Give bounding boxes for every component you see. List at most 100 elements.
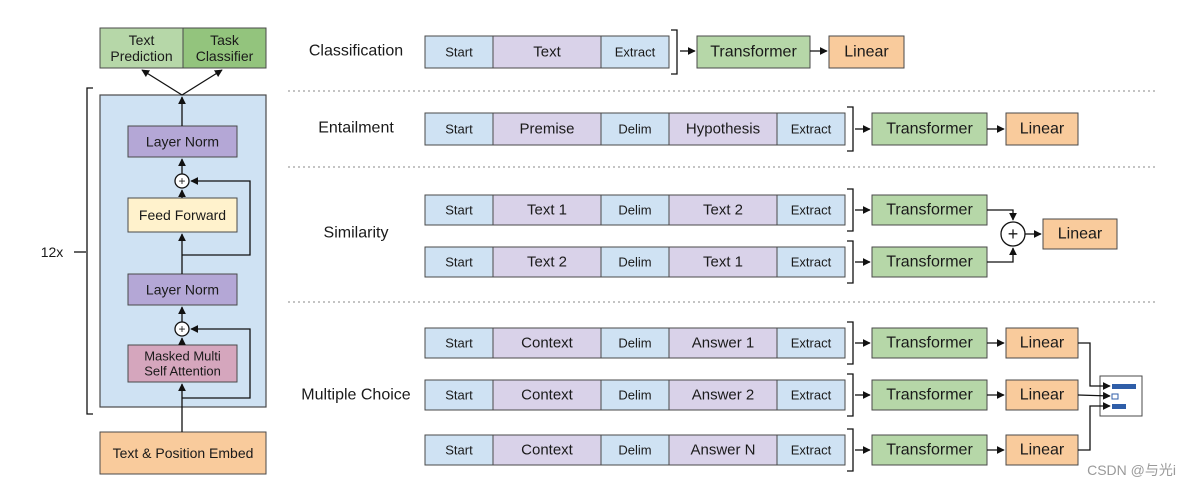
mc-merge-1 [1078,342,1111,390]
mc-linear-1-label: Linear [1020,335,1065,352]
classification-token-0-box [424,35,494,69]
entailment-token-2-label: Delim [618,122,651,137]
layer-norm-bottom-box [127,273,238,306]
similarity-row-1-token-4-label: Extract [791,203,832,218]
feed-forward-label: Feed Forward [139,207,226,223]
classification-transformer-box [696,35,811,69]
mc-transformer-3-label: Transformer [886,442,973,459]
mc-bracket-2 [847,373,854,417]
masked-self-attention-box [127,344,238,383]
repeat-label: 12x [41,244,64,260]
classification-linear-box [828,35,905,69]
classification-token-1-box [492,35,602,69]
entailment-token-0-label: Start [445,122,473,137]
mc-transformer-1-label: Transformer [886,335,973,352]
similarity-label: Similarity [324,225,389,242]
to-task-classifier [181,69,223,96]
similarity-merge-1 [987,209,1017,221]
similarity-row-2-token-0-box [424,246,494,278]
residual-top [182,177,251,256]
mc-row-3-token-4-box [776,434,846,466]
entailment-label: Entailment [318,120,394,137]
mc-bracket-3 [847,428,854,472]
entailment-token-3-box [668,112,778,146]
similarity-row-1-token-0-box [424,194,494,226]
similarity-row-1-token-0-label: Start [445,203,473,218]
classification-token-2-box [600,35,670,69]
mc-row-2-token-0-box [424,379,494,411]
to-text-prediction [141,69,183,96]
mc-row-2-token-1-box [492,379,602,411]
similarity-row-1-token-1-box [492,194,602,226]
mc-merge-2 [1077,391,1111,400]
softmax-bar-3 [1112,404,1126,409]
mc-row-1-token-1-label: Context [521,335,574,352]
text-position-embed-label: Text & Position Embed [113,445,254,461]
similarity-transformer-1-box [871,194,988,226]
entailment-token-1-label: Premise [519,121,574,138]
text-position-embed-box [99,431,267,475]
entailment-linear-box [1005,112,1079,146]
mc-row-1-token-3-label: Answer 1 [692,335,755,352]
classification-token-0-label: Start [445,45,473,60]
entailment-transformer-box [871,112,988,146]
layer-norm-bottom-label: Layer Norm [146,282,219,298]
repeat-bracket [86,87,93,415]
layer-norm-top-label: Layer Norm [146,134,219,150]
mc-linear-2-label: Linear [1020,387,1065,404]
similarity-row-2-token-4-box [776,246,846,278]
mc-row-1-token-0-label: Start [445,336,473,351]
similarity-row-2-token-1-label: Text 2 [527,254,567,271]
similarity-row-2-token-3-label: Text 1 [703,254,743,271]
similarity-transformer-2-box [871,246,988,278]
mc-row-3-token-3-label: Answer N [690,442,755,459]
similarity-row-2-token-3-box [668,246,778,278]
similarity-row-1-token-1-label: Text 1 [527,202,567,219]
entailment-token-3-label: Hypothesis [686,121,760,138]
entailment-transformer-label: Transformer [886,121,973,138]
mc-linear-1-box [1005,327,1079,359]
similarity-bracket-1 [847,188,854,232]
similarity-row-2-token-2-label: Delim [618,255,651,270]
mc-row-2-token-4-box [776,379,846,411]
mc-row-3-token-1-label: Context [521,442,574,459]
mc-row-1-token-2-box [600,327,670,359]
mc-linear-2-box [1005,379,1079,411]
similarity-row-1-token-2-label: Delim [618,203,651,218]
similarity-merge-2 [987,247,1017,263]
mc-row-1-token-0-box [424,327,494,359]
residual-add-bottom-glyph: + [178,322,185,336]
mc-transformer-3-box [871,434,988,466]
mc-row-2-token-4-label: Extract [791,388,832,403]
mc-row-2-token-2-box [600,379,670,411]
entailment-token-2-box [600,112,670,146]
mc-row-2-token-3-label: Answer 2 [692,387,755,404]
mc-transformer-2-label: Transformer [886,387,973,404]
mc-row-2-token-1-label: Context [521,387,574,404]
entailment-token-0-box [424,112,494,146]
similarity-add-glyph: + [1008,224,1019,244]
classification-token-1-label: Text [533,44,561,61]
similarity-linear-box [1042,218,1118,250]
similarity-row-1-token-3-box [668,194,778,226]
watermark-text: CSDN @与光i [1087,462,1176,478]
softmax-bar-2 [1111,393,1119,400]
classification-bracket [671,29,678,75]
mc-row-3-token-0-label: Start [445,443,473,458]
mc-row-2-token-0-label: Start [445,388,473,403]
mc-row-1-token-4-box [776,327,846,359]
classification-label: Classification [309,43,403,60]
multiple-choice-label: Multiple Choice [301,387,410,404]
mc-row-3-token-3-box [668,434,778,466]
similarity-row-2-token-0-label: Start [445,255,473,270]
mc-row-1-token-4-label: Extract [791,336,832,351]
mc-row-3-token-0-box [424,434,494,466]
classification-linear-label: Linear [844,44,889,61]
mc-row-3-token-1-box [492,434,602,466]
similarity-row-1-token-2-box [600,194,670,226]
residual-bottom [182,325,251,399]
entailment-linear-label: Linear [1020,121,1065,138]
similarity-transformer-2-label: Transformer [886,254,973,271]
